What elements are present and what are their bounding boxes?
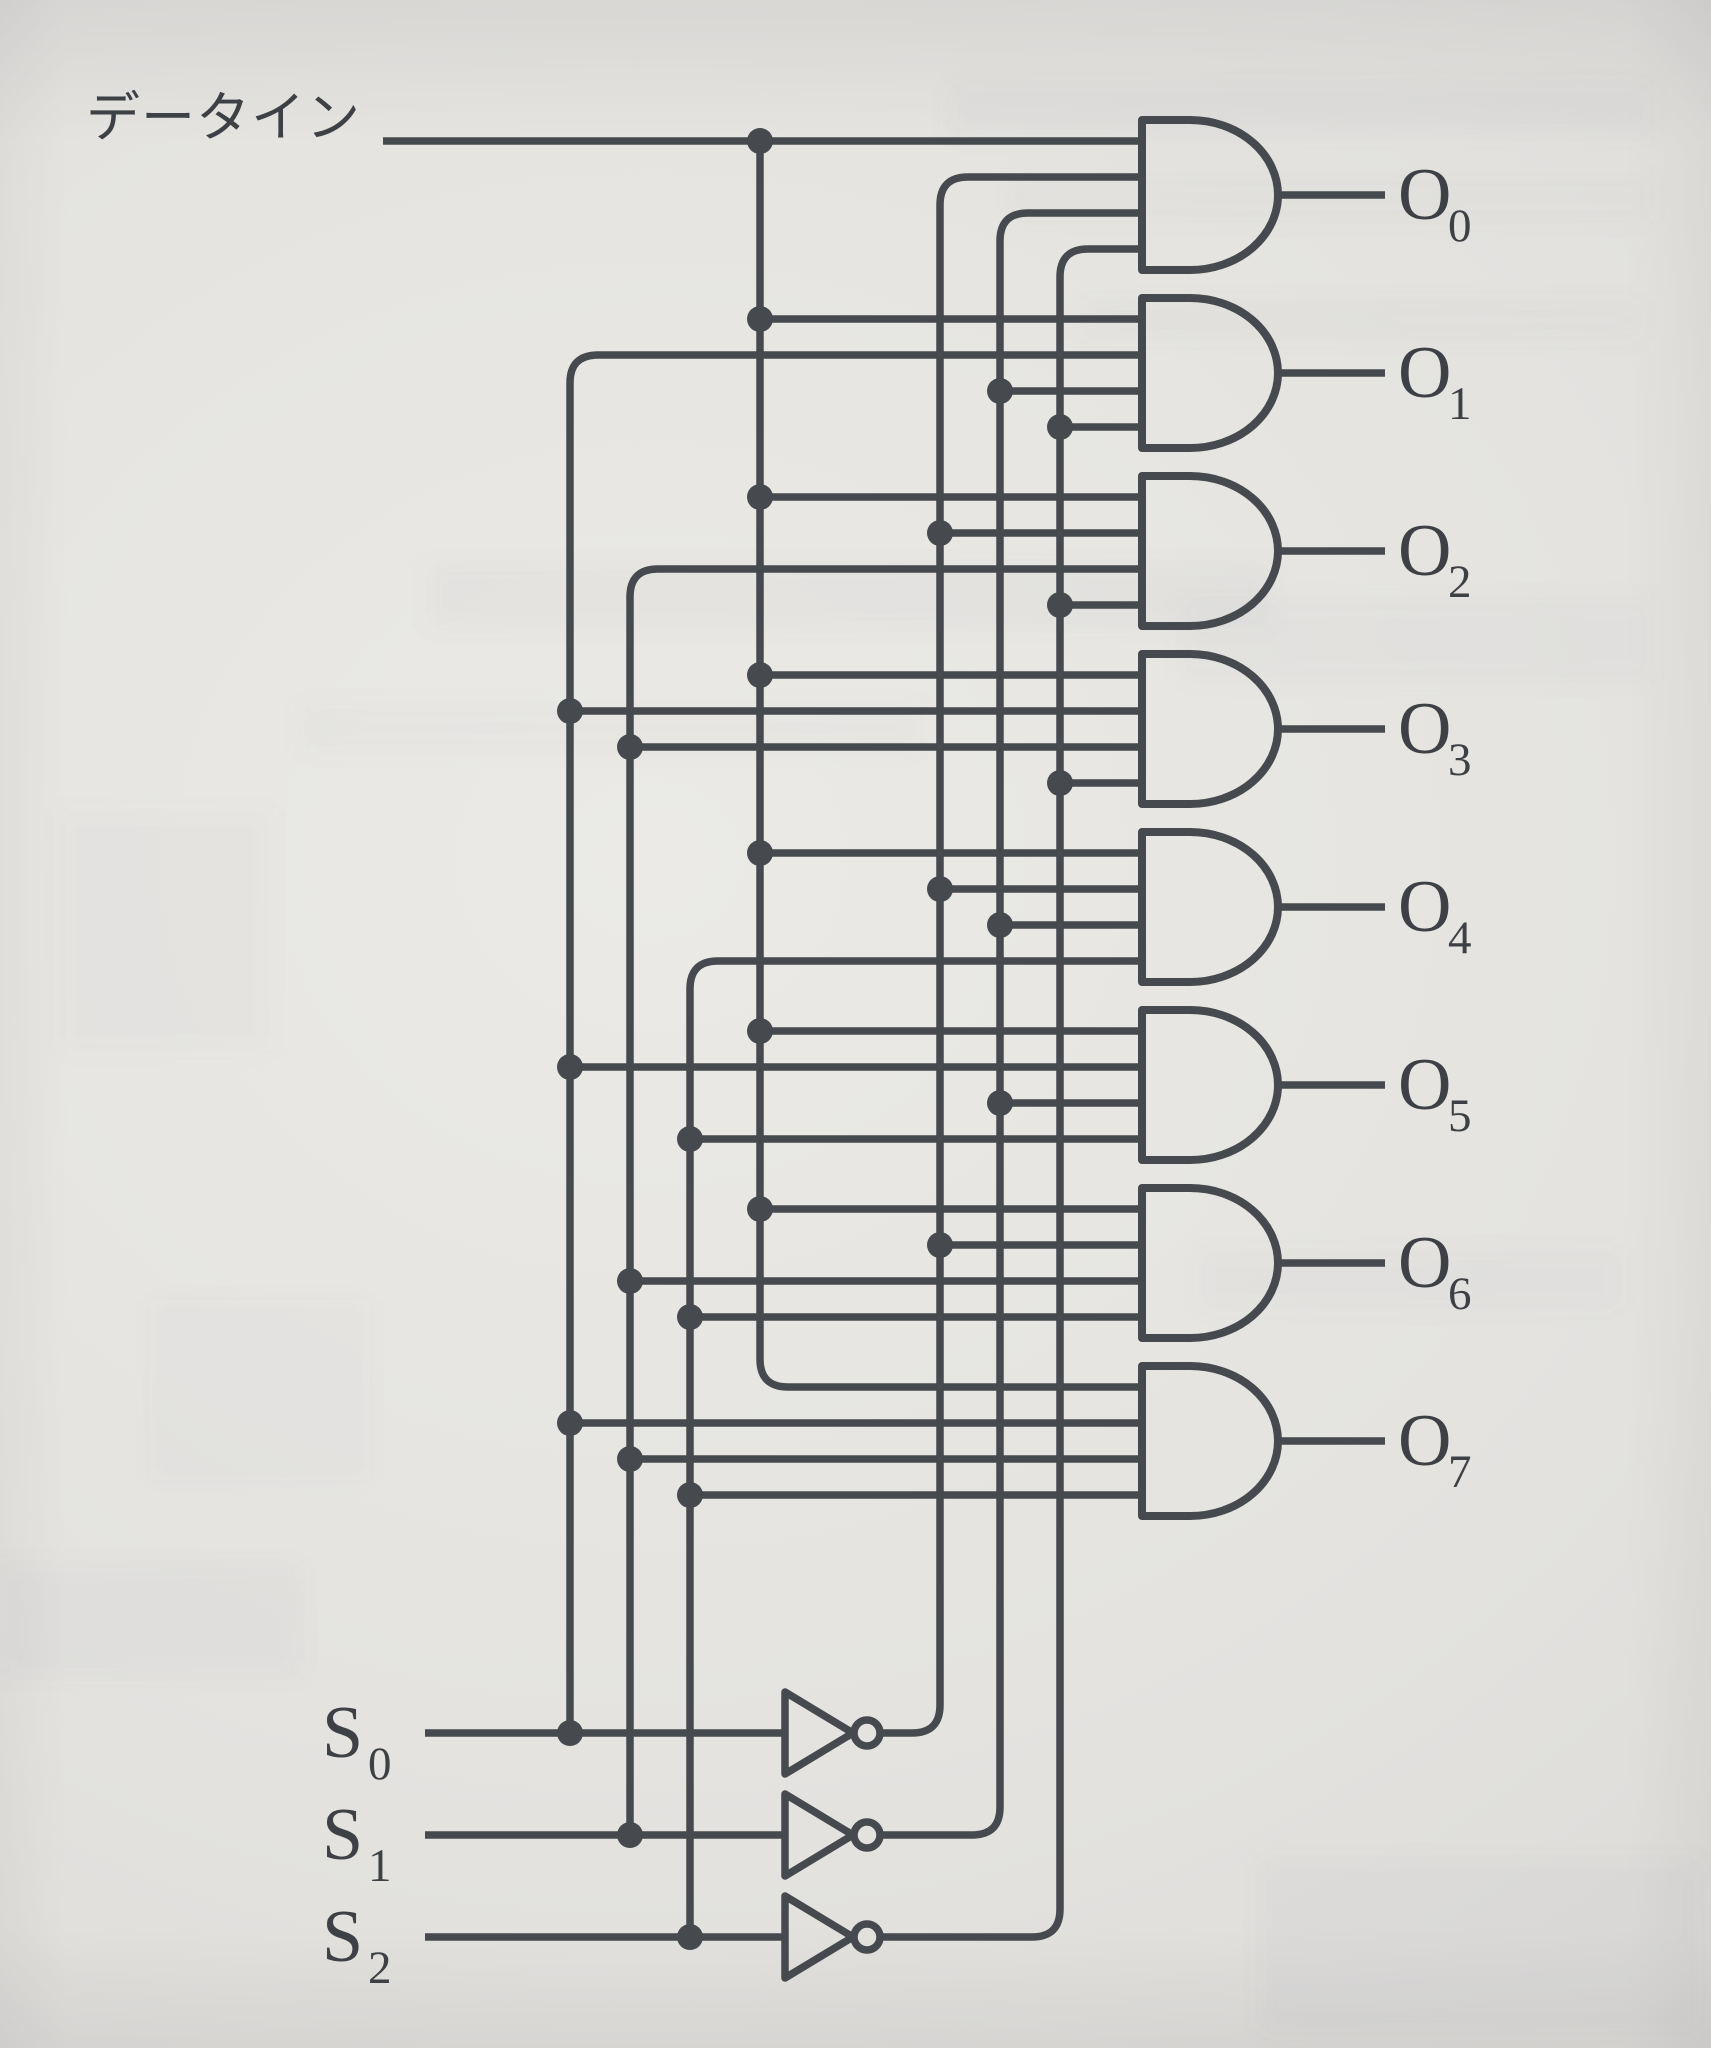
inverters xyxy=(781,1688,884,1982)
junction-dot xyxy=(747,1196,773,1222)
ghost-mark xyxy=(60,810,270,1050)
ghost-mark xyxy=(1260,1860,1700,2030)
ghost-mark xyxy=(0,1565,300,1675)
select-label-S2-subscript: 2 xyxy=(368,1942,392,1994)
junction-dot xyxy=(987,1090,1013,1116)
junction-dot xyxy=(747,484,773,510)
and-gate-O5 xyxy=(1138,1006,1282,1164)
and-gate-O1 xyxy=(1138,294,1282,452)
junction-dot xyxy=(617,1446,643,1472)
junction-dot xyxy=(617,1822,643,1848)
junction-dot xyxy=(617,734,643,760)
junction-dot xyxy=(927,520,953,546)
and-gate-O4 xyxy=(1138,828,1282,986)
output-label-O1: O xyxy=(1398,332,1451,414)
s1-bus xyxy=(626,565,1142,1835)
output-label-O6: O xyxy=(1398,1222,1451,1304)
junction-dots xyxy=(557,128,1073,1950)
junction-dot xyxy=(677,1924,703,1950)
junction-dot xyxy=(987,912,1013,938)
junction-dot xyxy=(677,1126,703,1152)
junction-dot xyxy=(677,1482,703,1508)
s0-bus xyxy=(566,351,1142,1733)
junction-dot xyxy=(927,1232,953,1258)
data-bus xyxy=(756,141,1142,1391)
ghost-mark xyxy=(950,85,1650,137)
nS0-bus xyxy=(880,173,1142,1737)
output-label-O2-subscript: 2 xyxy=(1448,556,1472,608)
junction-dot xyxy=(747,1018,773,1044)
output-label-O7-subscript: 7 xyxy=(1448,1446,1472,1498)
junction-dot xyxy=(1047,770,1073,796)
output-label-O3-subscript: 3 xyxy=(1448,734,1472,786)
output-label-O1-subscript: 1 xyxy=(1448,378,1472,430)
select-label-S0-subscript: 0 xyxy=(368,1738,392,1790)
not-bubble-icon xyxy=(850,1716,884,1750)
inverter-S2 xyxy=(781,1892,884,1982)
output-label-O4-subscript: 4 xyxy=(1448,912,1472,964)
not-triangle-icon xyxy=(781,1892,857,1982)
junction-dot xyxy=(747,662,773,688)
s2-bus xyxy=(686,957,1142,1937)
junction-dot xyxy=(557,1720,583,1746)
junction-dot xyxy=(927,876,953,902)
junction-dot xyxy=(617,1268,643,1294)
junction-dot xyxy=(557,698,583,724)
and-gates xyxy=(1138,116,1282,1520)
junction-dot xyxy=(747,128,773,154)
junction-dot xyxy=(747,840,773,866)
not-bubble-icon xyxy=(850,1920,884,1954)
output-label-O0: O xyxy=(1398,154,1451,236)
and-gate-O6 xyxy=(1138,1184,1282,1342)
junction-dot xyxy=(747,306,773,332)
nS2-bus xyxy=(880,245,1142,1941)
and-gate-O2 xyxy=(1138,472,1282,630)
junction-dot xyxy=(677,1304,703,1330)
ghost-mark xyxy=(150,1300,370,1480)
output-label-O0-subscript: 0 xyxy=(1448,200,1472,252)
nS1-bus xyxy=(880,209,1142,1839)
wiring xyxy=(383,137,1385,1941)
junction-dot xyxy=(557,1054,583,1080)
not-bubble-icon xyxy=(850,1818,884,1852)
inverter-S1 xyxy=(781,1790,884,1880)
select-label-S2: S xyxy=(322,1896,363,1978)
and-gate-O3 xyxy=(1138,650,1282,808)
select-label-S1-subscript: 1 xyxy=(368,1840,392,1892)
output-label-O6-subscript: 6 xyxy=(1448,1268,1472,1320)
junction-dot xyxy=(557,1410,583,1436)
output-label-O5: O xyxy=(1398,1044,1451,1126)
output-label-O3: O xyxy=(1398,688,1451,770)
output-label-O7: O xyxy=(1398,1400,1451,1482)
not-triangle-icon xyxy=(781,1790,857,1880)
ghost-mark xyxy=(1080,300,1640,340)
junction-dot xyxy=(1047,592,1073,618)
select-label-S1: S xyxy=(322,1794,363,1876)
output-label-O4: O xyxy=(1398,866,1451,948)
data-in-label: データイン xyxy=(86,88,361,148)
junction-dot xyxy=(1047,414,1073,440)
output-label-O5-subscript: 5 xyxy=(1448,1090,1472,1142)
inverter-S0 xyxy=(781,1688,884,1778)
output-label-O2: O xyxy=(1398,510,1451,592)
not-triangle-icon xyxy=(781,1688,857,1778)
and-gate-O7 xyxy=(1138,1362,1282,1520)
and-gate-O0 xyxy=(1138,116,1282,274)
select-label-S0: S xyxy=(322,1692,363,1774)
ghost-mark xyxy=(1180,600,1650,680)
junction-dot xyxy=(987,378,1013,404)
